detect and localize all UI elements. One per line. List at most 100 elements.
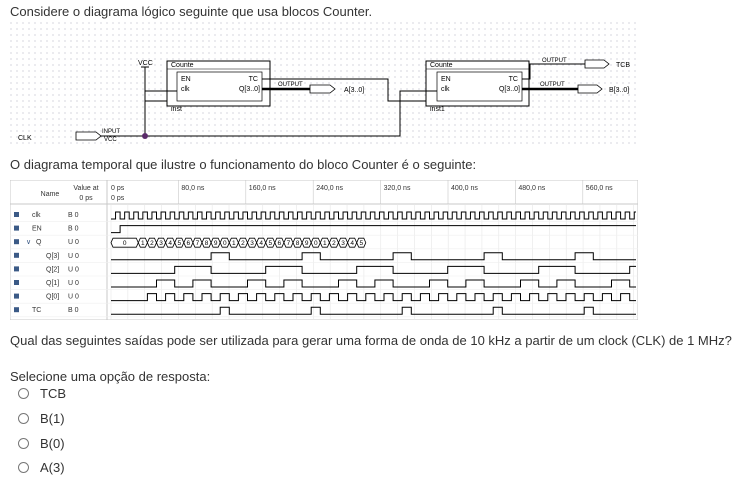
counter1-tc-pin: TC bbox=[249, 76, 258, 83]
q-bus-value: 6 bbox=[187, 240, 191, 247]
signal-value: U 0 bbox=[68, 266, 79, 273]
q-bus-value: 0 bbox=[314, 240, 318, 247]
signal-value: U 0 bbox=[68, 253, 79, 260]
signal-value: U 0 bbox=[68, 294, 79, 301]
en-waveform bbox=[111, 225, 636, 234]
signal-name: Q[3] bbox=[46, 253, 59, 260]
q-bus-value: 9 bbox=[305, 240, 309, 247]
wire-tcb bbox=[522, 63, 585, 80]
q-bus-value: 5 bbox=[268, 240, 272, 247]
counter1-en-pin: EN bbox=[181, 76, 191, 83]
q-bus-value: 6 bbox=[278, 240, 282, 247]
signal-value: B 0 bbox=[68, 212, 79, 219]
counter1-clk-pin: clk bbox=[181, 86, 190, 93]
input-tag: INPUT bbox=[102, 129, 120, 135]
signal-value: U 0 bbox=[68, 280, 79, 287]
option-tcb[interactable]: TCB bbox=[18, 383, 66, 403]
clk-waveform bbox=[111, 211, 636, 220]
counter2-en-pin: EN bbox=[441, 76, 451, 83]
option-a3[interactable]: A(3) bbox=[18, 457, 65, 477]
q-bus-value: 1 bbox=[232, 240, 236, 247]
option-label: A(3) bbox=[40, 459, 65, 475]
q-bus-value: 5 bbox=[359, 240, 363, 247]
q-bus-value: 1 bbox=[141, 240, 145, 247]
output-tcb-label: TCB bbox=[616, 62, 630, 69]
option-b0[interactable]: B(0) bbox=[18, 433, 65, 453]
counter2-inst: inst1 bbox=[430, 106, 445, 113]
signal-icon bbox=[14, 293, 19, 299]
clk-input-label: CLK bbox=[18, 135, 32, 142]
signal-name: clk bbox=[32, 212, 41, 219]
option-b1[interactable]: B(1) bbox=[18, 408, 65, 428]
option-label: B(1) bbox=[40, 410, 65, 426]
time-tick-label: 320,0 ns bbox=[384, 185, 411, 192]
signal-name: Q[0] bbox=[46, 294, 59, 301]
counter2-tc-pin: TC bbox=[509, 76, 518, 83]
signal-value: B 0 bbox=[68, 226, 79, 233]
logic-diagram: VCC Counte EN clk TC Q[3..0] inst OUTPUT… bbox=[10, 22, 638, 148]
wire-tc1-en2 bbox=[262, 78, 437, 102]
question-intro: Considere o diagrama lógico seguinte que… bbox=[10, 4, 373, 19]
cursor-time-top: 0 ps bbox=[111, 185, 125, 192]
vcc-symbol: VCC bbox=[138, 60, 153, 68]
input-vcc-tag: VCC bbox=[104, 137, 117, 143]
signal-icon bbox=[14, 239, 19, 245]
q-bus-value: 4 bbox=[168, 240, 172, 247]
expand-chevron-icon: ∨ bbox=[26, 239, 31, 246]
q1-waveform bbox=[111, 279, 636, 288]
signal-name: Q[2] bbox=[46, 266, 59, 273]
vcc-label: VCC bbox=[138, 60, 153, 67]
q-bus-value: 2 bbox=[241, 240, 245, 247]
counter1-q-pin: Q[3..0] bbox=[239, 86, 260, 93]
q-bus-value: 1 bbox=[323, 240, 327, 247]
header-value-time: 0 ps bbox=[79, 195, 93, 202]
option-label: B(0) bbox=[40, 435, 65, 451]
header-name: Name bbox=[41, 191, 60, 198]
q-bus-value: 9 bbox=[214, 240, 218, 247]
timing-intro: O diagrama temporal que ilustre o funcio… bbox=[10, 157, 477, 172]
counter-block-inst1[interactable]: Counte EN clk TC Q[3..0] inst1 bbox=[425, 60, 530, 113]
q-bus-value: 3 bbox=[159, 240, 163, 247]
signal-value: B 0 bbox=[68, 307, 79, 314]
wire-clk-counter1 bbox=[101, 90, 177, 137]
counter2-clk-pin: clk bbox=[441, 86, 450, 93]
time-tick-label: 560,0 ns bbox=[586, 185, 613, 192]
q-bus-value: 2 bbox=[150, 240, 154, 247]
q-bus-segment bbox=[356, 237, 367, 248]
q0-waveform bbox=[111, 293, 636, 302]
output-a-label: A[3..0] bbox=[344, 87, 364, 94]
counter1-inst: inst bbox=[171, 106, 182, 113]
output-b-label: B[3..0] bbox=[609, 87, 629, 94]
time-tick-label: 160,0 ns bbox=[249, 185, 276, 192]
q-bus-value: 4 bbox=[350, 240, 354, 247]
radio-button[interactable] bbox=[18, 412, 29, 424]
counter2-title: Counte bbox=[430, 62, 453, 69]
q-bus-value: 3 bbox=[341, 240, 345, 247]
signal-icon bbox=[14, 307, 19, 313]
output-tag-b: OUTPUT bbox=[540, 82, 565, 88]
signal-name: Q[1] bbox=[46, 280, 59, 287]
counter1-title: Counte bbox=[171, 62, 194, 69]
radio-button[interactable] bbox=[18, 437, 29, 449]
counter-block-inst[interactable]: Counte EN clk TC Q[3..0] inst bbox=[166, 60, 271, 113]
q-bus-value: 7 bbox=[196, 240, 200, 247]
counter2-q-pin: Q[3..0] bbox=[499, 86, 520, 93]
signal-icon bbox=[14, 212, 19, 217]
output-pin-tcb bbox=[584, 59, 610, 69]
time-tick-label: 480,0 ns bbox=[518, 185, 545, 192]
signal-icon bbox=[14, 280, 19, 285]
q-bus-value: 7 bbox=[287, 240, 291, 247]
output-tag-a: OUTPUT bbox=[278, 82, 303, 88]
select-prompt: Selecione uma opção de resposta: bbox=[10, 369, 211, 384]
output-pin-a bbox=[309, 84, 336, 94]
time-tick-label: 400,0 ns bbox=[451, 185, 478, 192]
signal-icon bbox=[14, 252, 19, 258]
q-bus-value: 3 bbox=[250, 240, 254, 247]
clk-input-pin[interactable] bbox=[75, 131, 102, 141]
radio-button[interactable] bbox=[18, 461, 29, 473]
q2-waveform bbox=[111, 265, 636, 274]
radio-button[interactable] bbox=[18, 387, 29, 399]
output-pin-b bbox=[577, 84, 603, 94]
signal-name: EN bbox=[32, 226, 42, 233]
